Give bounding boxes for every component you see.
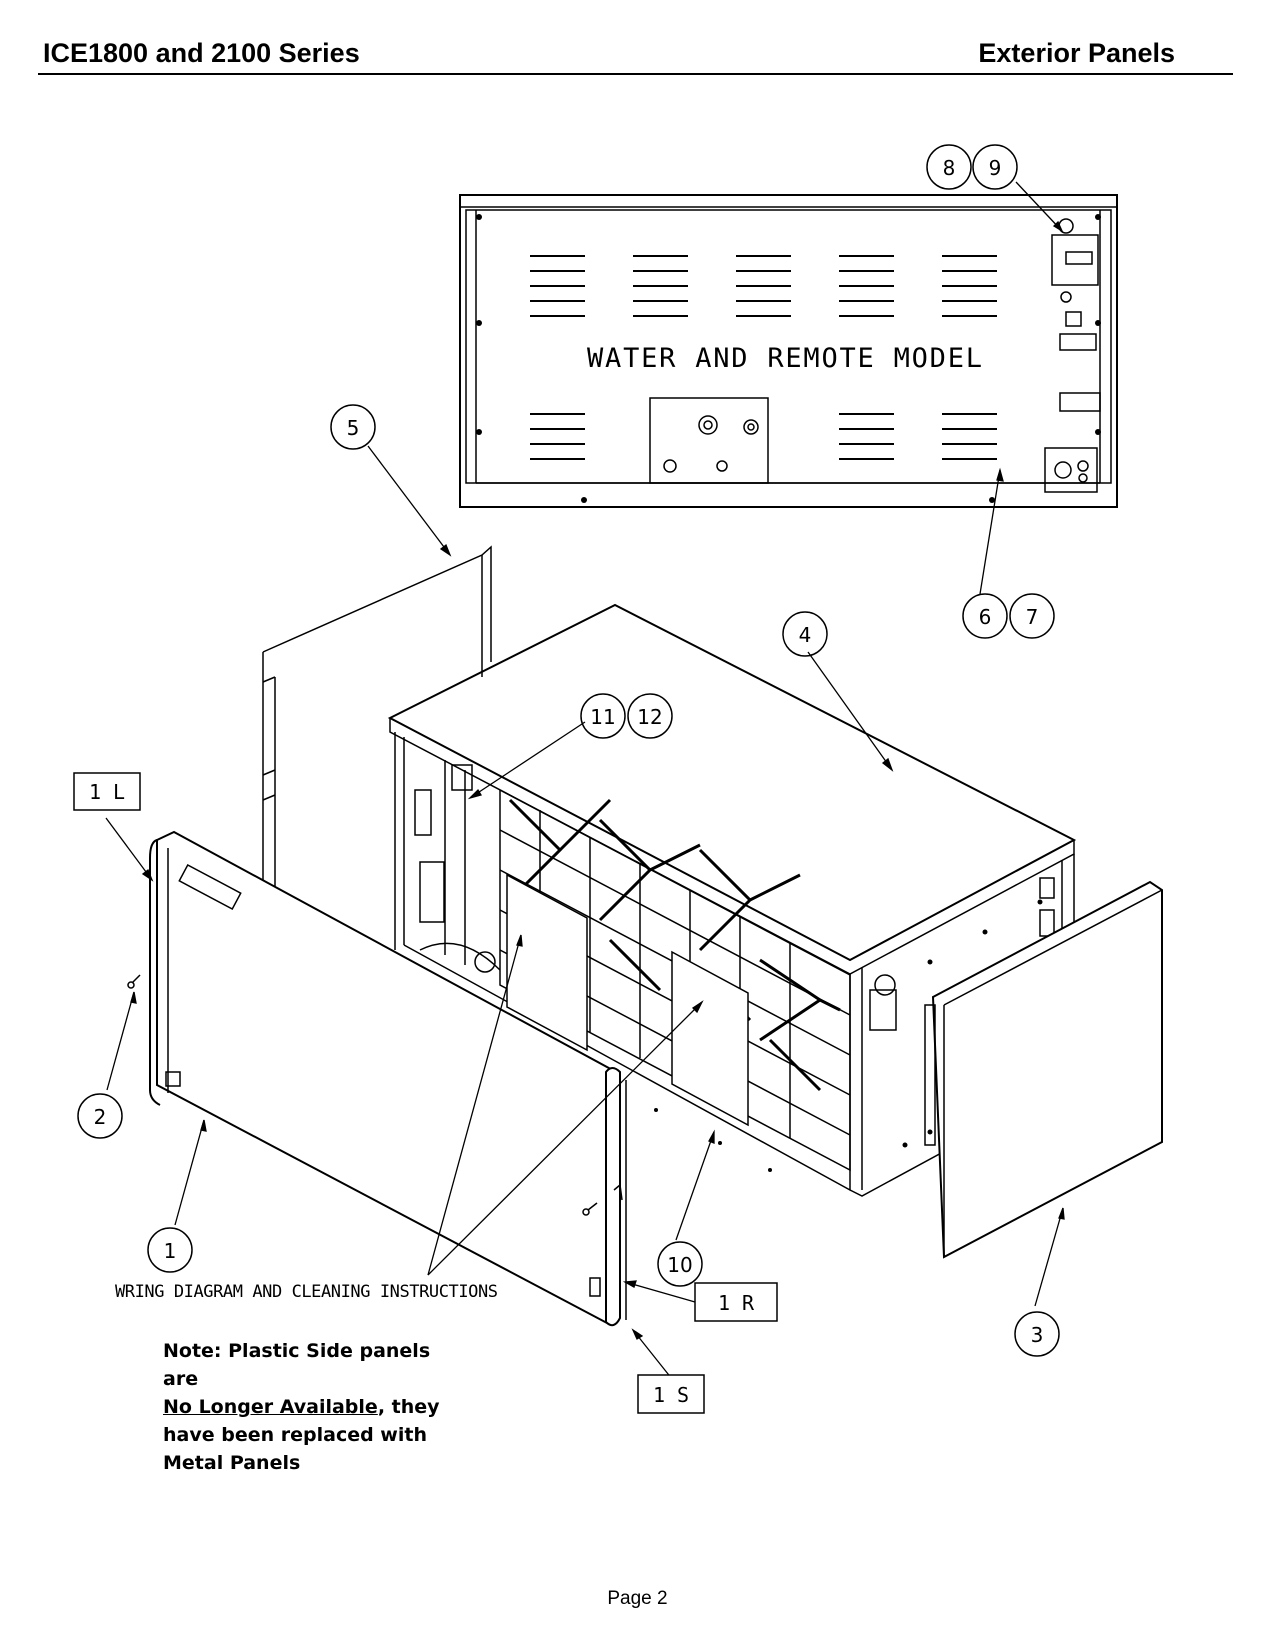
callouts: 8 9 5 6 7 4 11 12 2 1 10 3 — [77, 144, 1060, 1357]
box-1S: 1 S — [637, 1374, 705, 1414]
callout-1: 1 — [147, 1227, 193, 1273]
wiring-label: WRING DIAGRAM AND CLEANING INSTRUCTIONS — [115, 1282, 498, 1302]
svg-text:4: 4 — [799, 623, 812, 647]
rear-louvers-bottom — [530, 413, 997, 460]
callout-10: 10 — [657, 1241, 703, 1287]
note-text: Note: Plastic Side panels are No Longer … — [163, 1337, 463, 1477]
page-number: Page 2 — [607, 1588, 668, 1609]
box-1R: 1 R — [694, 1282, 778, 1322]
svg-text:2: 2 — [94, 1105, 107, 1129]
callout-3: 3 — [1014, 1311, 1060, 1357]
svg-text:10: 10 — [667, 1253, 692, 1277]
side-panel-3 — [924, 880, 1163, 1259]
note-line-4: Metal Panels — [163, 1452, 301, 1474]
callout-9: 9 — [972, 144, 1018, 190]
wiring-placard-1 — [506, 873, 588, 1052]
callout-6: 6 — [962, 593, 1008, 639]
box-labels: 1 L 1 R 1 S — [73, 772, 778, 1414]
callout-7: 7 — [1009, 593, 1055, 639]
svg-text:5: 5 — [347, 416, 360, 440]
header-rule — [38, 73, 1233, 75]
callout-2: 2 — [77, 1093, 123, 1139]
callout-11: 11 — [580, 693, 626, 739]
rear-connection-plate — [649, 397, 769, 484]
svg-text:8: 8 — [943, 156, 956, 180]
rear-electrical-plate — [1044, 218, 1101, 493]
note-line-1: Note: Plastic Side panels are — [163, 1340, 431, 1390]
box-1L: 1 L — [73, 772, 141, 811]
svg-text:1: 1 — [164, 1239, 177, 1263]
callout-12: 12 — [627, 693, 673, 739]
svg-text:7: 7 — [1026, 605, 1039, 629]
rear-model-label: WATER AND REMOTE MODEL — [587, 343, 982, 374]
callout-5: 5 — [330, 404, 376, 450]
header-section-title: Exterior Panels — [978, 38, 1175, 68]
rear-screws — [476, 214, 1101, 503]
svg-text:12: 12 — [637, 705, 662, 729]
main-cabinet — [387, 603, 1077, 1197]
svg-text:1 R: 1 R — [718, 1291, 755, 1315]
header-series-title: ICE1800 and 2100 Series — [43, 38, 360, 68]
note-underlined: No Longer Available — [163, 1396, 378, 1418]
svg-text:1 S: 1 S — [653, 1383, 689, 1407]
callout-8: 8 — [926, 144, 972, 190]
note-line-2: No Longer Available, they — [163, 1393, 463, 1421]
leader-lines — [105, 181, 1065, 1385]
svg-text:3: 3 — [1031, 1323, 1044, 1347]
svg-text:9: 9 — [989, 156, 1002, 180]
svg-text:11: 11 — [590, 705, 615, 729]
svg-text:6: 6 — [979, 605, 992, 629]
corner-trim-1S — [605, 1067, 627, 1327]
rear-panel-view: WATER AND REMOTE MODEL — [459, 194, 1118, 508]
screws — [127, 974, 598, 1216]
svg-text:1 L: 1 L — [89, 780, 125, 804]
callout-4: 4 — [782, 611, 828, 657]
note-line-2-rest: , they — [377, 1396, 440, 1418]
wiring-placard-2 — [671, 950, 749, 1127]
note-line-3: have been replaced with — [163, 1424, 427, 1446]
panel-5-side — [262, 545, 492, 897]
rear-louvers-top — [530, 255, 997, 317]
